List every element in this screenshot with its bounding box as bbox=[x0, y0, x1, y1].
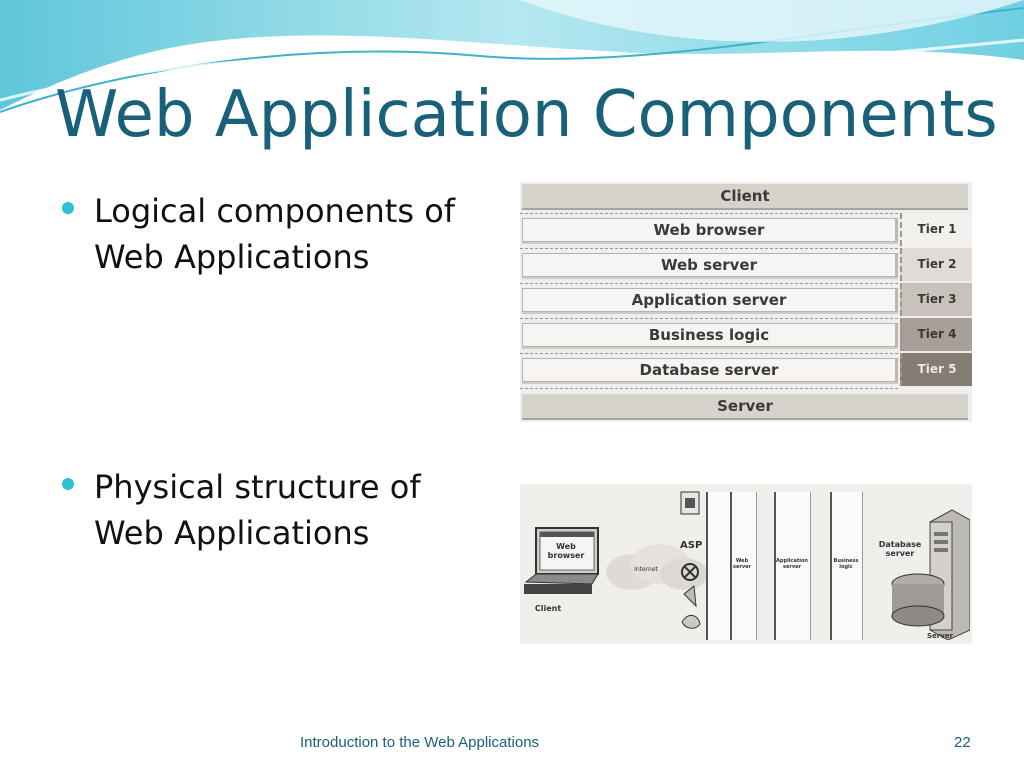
tier-diagram: Client Web browser Tier 1 Web server Tie… bbox=[520, 182, 972, 422]
bullet-line-2: Web Applications bbox=[94, 238, 370, 276]
web-browser-label: Web browser bbox=[547, 542, 585, 560]
tier-label-3: Tier 3 bbox=[900, 283, 972, 316]
dashed-separator bbox=[520, 388, 898, 389]
tier-label-5: Tier 5 bbox=[900, 353, 972, 386]
bullet-line-1: Physical structure of bbox=[94, 468, 421, 506]
server-label: Server bbox=[926, 632, 953, 640]
server-band: Server bbox=[522, 394, 968, 420]
dashed-separator bbox=[520, 353, 898, 354]
web-server-label: Web server bbox=[733, 558, 751, 570]
web-server-column bbox=[730, 492, 757, 640]
tier-label-1: Tier 1 bbox=[900, 213, 972, 246]
file-type-icons: ASP bbox=[680, 491, 702, 629]
dashed-separator bbox=[520, 213, 898, 214]
bullet-line-2: Web Applications bbox=[94, 514, 370, 552]
dashed-separator bbox=[520, 318, 898, 319]
physical-diagram: Web browser Client Internet ASP Web serv… bbox=[520, 484, 972, 644]
page-number: 22 bbox=[954, 734, 971, 751]
tier-label-4: Tier 4 bbox=[900, 318, 972, 351]
application-server-label: Application server bbox=[776, 558, 808, 570]
bullet-physical: Physical structure of Web Applications bbox=[62, 464, 482, 556]
laptop-icon bbox=[524, 527, 599, 594]
dashed-separator bbox=[520, 248, 898, 249]
slide-title: Web Application Components bbox=[55, 78, 998, 152]
tier-row-web-browser: Web browser bbox=[522, 218, 898, 242]
bullet-dot-icon bbox=[62, 478, 74, 490]
tier-row-database-server: Database server bbox=[522, 358, 898, 382]
tier-row-web-server: Web server bbox=[522, 253, 898, 277]
business-logic-label: Business logic bbox=[833, 558, 859, 570]
database-server-icon bbox=[891, 509, 970, 640]
header-wave-decoration bbox=[0, 0, 1024, 113]
dashed-separator bbox=[520, 283, 898, 284]
slide-footer: Introduction to the Web Applications bbox=[300, 734, 540, 751]
bullet-logical: Logical components of Web Applications bbox=[62, 188, 482, 280]
tier-row-business-logic: Business logic bbox=[522, 323, 898, 347]
internet-label: Internet bbox=[634, 566, 658, 573]
svg-text:ASP: ASP bbox=[680, 540, 702, 551]
bullet-line-1: Logical components of bbox=[94, 192, 456, 230]
database-server-label: Database server bbox=[878, 540, 922, 558]
bullet-dot-icon bbox=[62, 202, 74, 214]
client-band: Client bbox=[522, 184, 968, 210]
tier-label-2: Tier 2 bbox=[900, 248, 972, 281]
client-label: Client bbox=[534, 604, 562, 613]
application-server-column bbox=[774, 492, 811, 640]
tier-row-application-server: Application server bbox=[522, 288, 898, 312]
internet-cloud-icon bbox=[606, 544, 708, 590]
business-logic-column bbox=[830, 492, 863, 640]
